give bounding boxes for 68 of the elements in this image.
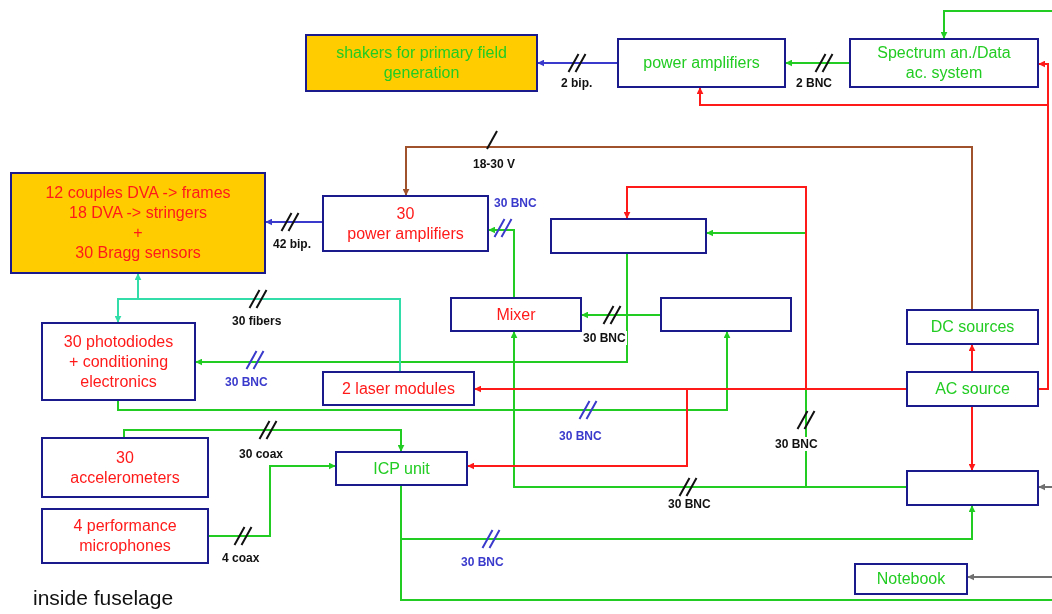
edge-label: 30 BNC [224,375,269,389]
box-label: shakers for primary field generation [335,43,508,83]
connector-arrow [134,273,401,372]
edge-label: 30 coax [238,447,285,461]
signal-line [1038,483,1052,491]
box-label: 2 laser modules [342,378,455,399]
box-label: AC source [935,379,1010,399]
unit-box [322,195,489,252]
box-label: 18 DVA -> stringers [69,203,207,223]
unit-box [550,218,707,254]
edge-label: 30 BNC [493,196,538,210]
unit-box [322,371,475,406]
signal-line [940,10,1052,39]
box-label: 30 photodiodes + conditioning electronics [62,331,175,392]
box-label: 30 [396,203,415,224]
box-label: accelerometers [70,467,180,488]
connector-arrow [785,59,850,67]
connector-arrow [581,311,661,319]
unit-box [41,437,209,498]
unit-box [849,38,1039,88]
connector-arrow [488,226,515,298]
box-label: 4 performance microphones [72,516,178,556]
box-label: DC sources [930,317,1015,337]
box-label: power amplifiers [643,53,760,73]
box-label: Notebook [876,569,946,589]
unit-box [335,451,468,486]
connector-arrow [208,462,336,537]
edge-label: 30 BNC [667,497,712,511]
unit-box [660,297,792,332]
edge-label: 2 bip. [560,76,594,90]
box-label: 30 Bragg sensors [75,243,201,263]
box-label: Mixer [496,304,536,325]
box-label: 30 [116,447,134,468]
component-box [305,34,538,92]
connector-arrow [696,87,1049,390]
edge-label: 42 bip. [272,237,312,251]
component-box [10,172,266,274]
edge-label: 18-30 V [472,157,517,171]
connector-arrow [265,218,323,226]
box-label: Spectrum an./Data ac. system [876,43,1012,83]
box-label: + [133,223,143,243]
unit-box [854,563,968,595]
connector-arrow [123,429,405,452]
connector-arrow [968,344,976,372]
box-label: 12 couples DVA -> frames [45,183,231,203]
connector-arrow [968,406,976,471]
edge-label: 30 BNC [460,555,505,569]
edge-label: 4 coax [221,551,261,565]
unit-box [617,38,786,88]
edge-label: 30 BNC [558,429,603,443]
box-label: power amplifiers [347,223,464,244]
connector-arrow [402,146,973,310]
signal-line [967,573,1052,581]
unit-box [41,322,196,401]
connector-arrow [195,253,628,366]
unit-box [450,297,582,332]
connector-arrow [537,59,618,67]
edge-label: 2 BNC [795,76,833,90]
edge-label: 30 BNC [582,331,627,345]
unit-box [906,309,1039,345]
connector-arrow [117,331,731,411]
unit-box [906,371,1039,407]
edge-label: 30 BNC [774,437,819,451]
unit-box [906,470,1039,506]
box-label: ICP unit [373,458,430,479]
edge-label: 30 fibers [231,314,283,328]
unit-box [41,508,209,564]
area-note: inside fuselage [33,586,174,610]
